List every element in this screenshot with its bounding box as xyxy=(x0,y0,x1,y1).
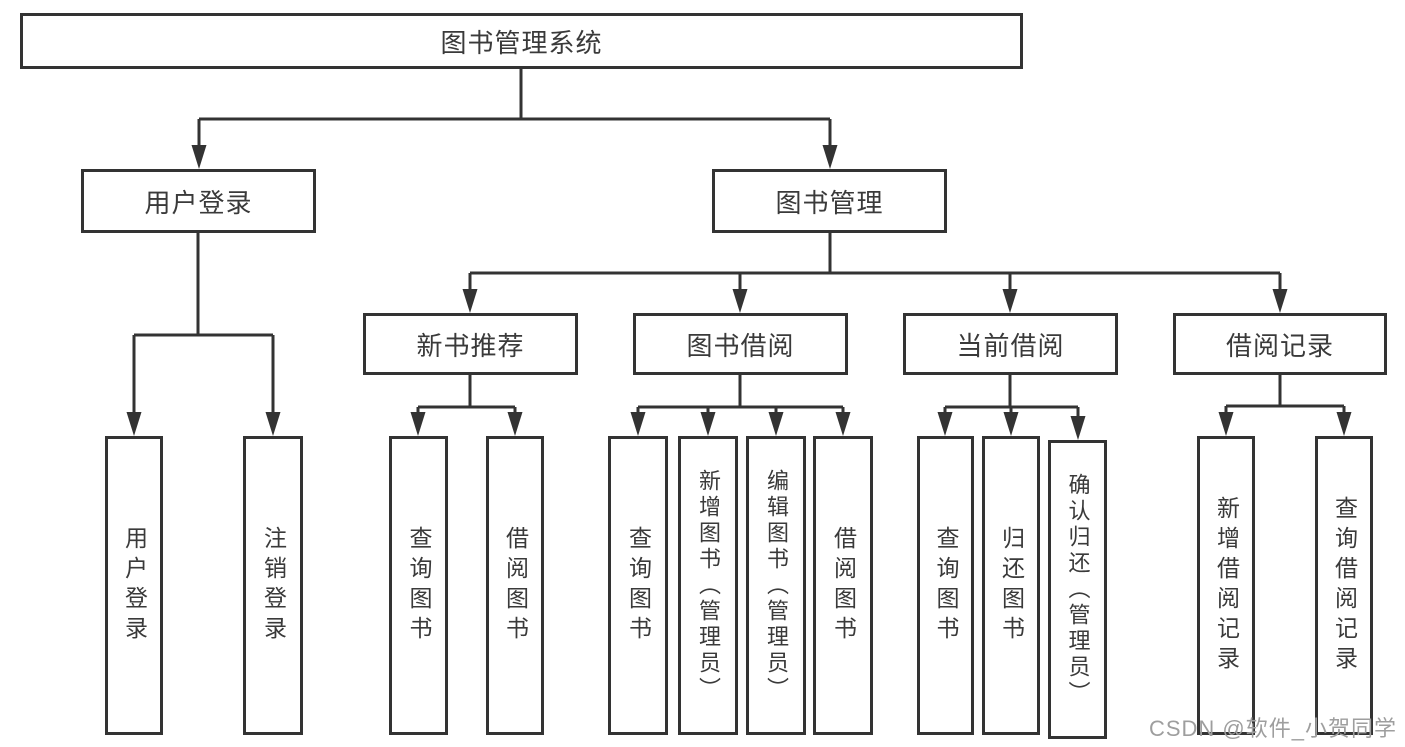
node-new-book-recommend-label: 新书推荐 xyxy=(416,330,525,361)
node-user-login-label: 用户登录 xyxy=(144,187,253,218)
node-nb-borrow-books-label: 借阅图书 xyxy=(502,525,529,646)
node-user-login: 用户登录 xyxy=(81,169,316,233)
node-root-label: 图书管理系统 xyxy=(440,27,603,58)
node-borrow-records-label: 借阅记录 xyxy=(1225,330,1334,361)
node-bb-edit-books: 编辑图书（管理员） xyxy=(746,436,806,735)
node-nb-borrow-books: 借阅图书 xyxy=(486,436,544,735)
node-nb-query-books-label: 查询图书 xyxy=(406,525,432,646)
node-bb-query-books: 查询图书 xyxy=(608,436,668,735)
node-cb-confirm-return: 确认归还（管理员） xyxy=(1048,440,1107,739)
node-current-borrow-label: 当前借阅 xyxy=(956,330,1065,361)
node-bb-borrow-books-label: 借阅图书 xyxy=(830,525,857,646)
node-bb-add-books: 新增图书（管理员） xyxy=(678,436,738,735)
node-bb-add-books-label: 新增图书（管理员） xyxy=(696,468,721,703)
node-leaf-logout: 注销登录 xyxy=(243,436,303,735)
node-book-management-label: 图书管理 xyxy=(775,187,884,218)
node-book-management: 图书管理 xyxy=(712,169,947,233)
node-leaf-logout-label: 注销登录 xyxy=(260,525,287,646)
node-current-borrow: 当前借阅 xyxy=(903,313,1118,375)
node-bb-edit-books-label: 编辑图书（管理员） xyxy=(764,468,789,703)
node-br-query-record: 查询借阅记录 xyxy=(1315,436,1373,735)
node-cb-confirm-return-label: 确认归还（管理员） xyxy=(1065,472,1091,707)
node-br-query-record-label: 查询借阅记录 xyxy=(1331,495,1358,676)
node-book-borrow-label: 图书借阅 xyxy=(686,330,795,361)
node-br-add-record: 新增借阅记录 xyxy=(1197,436,1255,735)
node-leaf-user-login-label: 用户登录 xyxy=(121,525,148,646)
node-new-book-recommend: 新书推荐 xyxy=(363,313,578,375)
node-borrow-records: 借阅记录 xyxy=(1173,313,1387,375)
node-bb-query-books-label: 查询图书 xyxy=(625,525,652,646)
node-book-borrow: 图书借阅 xyxy=(633,313,848,375)
node-cb-return-books: 归还图书 xyxy=(982,436,1040,735)
node-br-add-record-label: 新增借阅记录 xyxy=(1213,495,1240,676)
node-leaf-user-login: 用户登录 xyxy=(105,436,163,735)
watermark: CSDN @软件_小贺同学 xyxy=(1148,716,1397,741)
node-nb-query-books: 查询图书 xyxy=(389,436,448,735)
node-root: 图书管理系统 xyxy=(20,13,1023,69)
node-cb-query-books-label: 查询图书 xyxy=(933,525,959,646)
node-bb-borrow-books: 借阅图书 xyxy=(813,436,873,735)
node-cb-return-books-label: 归还图书 xyxy=(998,525,1025,646)
node-cb-query-books: 查询图书 xyxy=(917,436,974,735)
